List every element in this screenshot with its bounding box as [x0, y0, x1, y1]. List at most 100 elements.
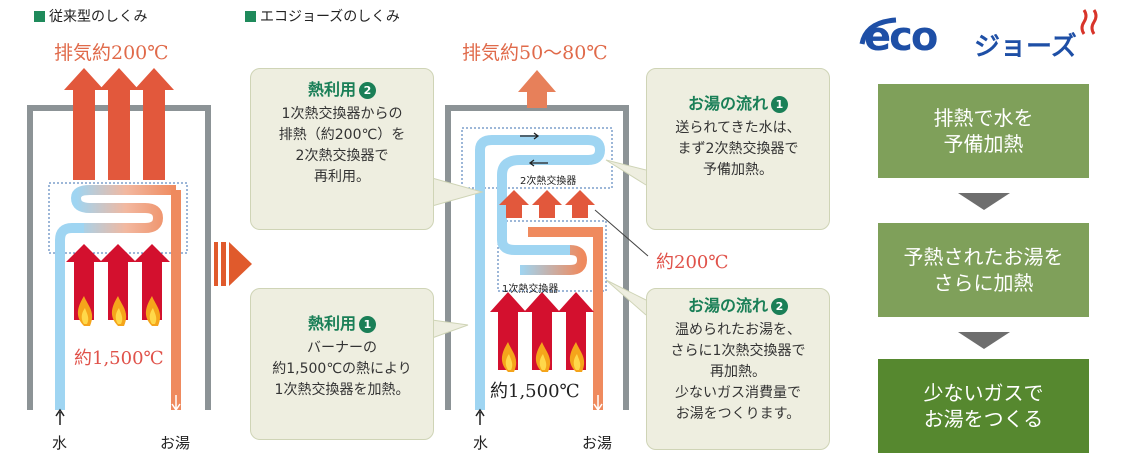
burner-arrow: [490, 292, 526, 370]
logo-eco-text: eco: [864, 14, 938, 60]
eco-primary-hx-pipe: [520, 245, 588, 275]
eco-heat-transfer-arrows: [499, 190, 595, 218]
callout-pointer: [431, 319, 469, 339]
flame-icon: [505, 354, 513, 370]
burner-arrow: [558, 292, 594, 370]
flow-arrow-icon: [520, 132, 540, 140]
step-number-badge: 2: [771, 298, 788, 315]
exhaust-arrow: [99, 68, 139, 180]
eco-exhaust-arrow: [518, 70, 556, 108]
conventional-flames: [77, 296, 161, 326]
eco-hot-pipe: [528, 227, 603, 410]
eco-secondary-hx-pipe: [475, 135, 606, 410]
callout-line: 予備加熱。: [703, 162, 773, 178]
conventional-exhaust-temp: 排気約200℃: [54, 42, 169, 64]
burner-arrow: [524, 292, 560, 370]
section-marker-icon: [245, 10, 256, 22]
conventional-cold-pipe: [55, 223, 84, 410]
eco-section-title-text: エコジョーズのしくみ: [260, 9, 400, 25]
callout-leader-lines: [431, 159, 647, 339]
burner-arrow: [100, 244, 136, 320]
flame-icon: [115, 308, 123, 324]
conventional-section-title: 従来型のしくみ: [34, 6, 148, 26]
callout-line: 温められたお湯を、: [675, 322, 801, 338]
callout-line: 再利用。: [314, 169, 370, 185]
callout-line: 1次熱交換器を加熱。: [274, 382, 410, 398]
step-number-badge: 2: [359, 82, 376, 99]
heat-arrow: [565, 190, 595, 218]
eco-secondary-hx-zone: [461, 127, 613, 189]
water-in-arrow-icon: [55, 408, 65, 425]
callout-line: 再加熱。: [710, 364, 766, 380]
eco-flames: [501, 342, 585, 372]
section-marker-icon: [34, 10, 45, 22]
callout-line: 排熱（約200℃）を: [278, 127, 406, 143]
exhaust-arrow: [64, 68, 104, 180]
callout-line: 送られてきた水は、: [675, 120, 801, 136]
step-line: 少ないガスで: [923, 381, 1044, 405]
callout-pointer: [431, 177, 484, 207]
callout-pointer: [605, 159, 647, 186]
down-arrow-icon: [958, 193, 1010, 210]
eco-primary-hx-label: 1次熱交換器: [502, 284, 559, 295]
callout-line: 約1,500℃の熱により: [272, 361, 412, 377]
flow-arrow-icon: [528, 159, 548, 167]
conventional-serpentine-pipe: [70, 185, 176, 233]
conventional-heater-diagram: [27, 68, 211, 425]
eco-secondary-hx-label: 2次熱交換器: [520, 176, 577, 187]
eco-burner-arrows: [490, 292, 594, 370]
exhaust-arrow: [134, 68, 174, 180]
logo-suffix-text: ジョーズ: [974, 32, 1077, 62]
mid-temp-leader-line: [594, 209, 649, 257]
ecojozu-logo: eco ジョーズ: [856, 4, 1106, 66]
eco-hot-water-out-label: お湯: [582, 434, 613, 452]
step-line: 排熱で水を: [933, 106, 1034, 130]
flame-icon: [81, 308, 89, 324]
water-in-arrow-icon: [475, 408, 485, 425]
callout-line: さらに1次熱交換器で: [670, 343, 806, 359]
eco-primary-hx-zone: [497, 220, 607, 292]
logo-swoosh-icon: [859, 9, 1098, 45]
heat-arrow: [532, 190, 562, 218]
conventional-exhaust-arrows: [64, 68, 174, 180]
burner-arrow: [134, 244, 170, 320]
callout-line: お湯をつくります。: [675, 406, 801, 422]
eco-section-title: エコジョーズのしくみ: [245, 6, 400, 26]
step-line: 予熱されたお湯を: [903, 245, 1064, 269]
burner-arrow: [66, 244, 102, 320]
callout-pointer: [605, 279, 647, 316]
conventional-burner-temp: 約1,500℃: [74, 348, 164, 369]
step-box-2: 予熱されたお湯を さらに加熱: [878, 223, 1089, 317]
step-box-1: 排熱で水を 予備加熱: [878, 84, 1089, 178]
step-number-badge: 1: [359, 316, 376, 333]
flame-icon: [539, 354, 547, 370]
flame-icon: [573, 354, 581, 370]
eco-mid-temp: 約200℃: [656, 252, 729, 273]
conventional-section-title-text: 従来型のしくみ: [49, 9, 148, 25]
conventional-burner-arrows: [66, 244, 170, 320]
step-line: 予備加熱: [943, 132, 1024, 156]
callout-line: まず2次熱交換器で: [677, 141, 799, 157]
conventional-hot-water-out-label: お湯: [160, 434, 191, 452]
eco-water-in-label: 水: [473, 434, 489, 452]
step-line: さらに加熱: [933, 271, 1034, 295]
eco-heater-diagram: [445, 70, 649, 425]
eco-connect-pipe: [497, 155, 570, 255]
hot-water-out-arrow-icon: [171, 395, 181, 412]
callout-line: バーナーの: [307, 340, 377, 356]
conventional-water-in-label: 水: [52, 434, 68, 452]
callout-line: 1次熱交換器からの: [281, 106, 403, 122]
eco-exhaust-temp: 排気約50～80℃: [462, 42, 608, 64]
step-box-3: 少ないガスで お湯をつくる: [878, 359, 1089, 453]
step-line: お湯をつくる: [923, 407, 1044, 431]
callout-line: 少ないガス消費量で: [675, 385, 801, 401]
callout-line: 2次熱交換器で: [295, 148, 389, 164]
flame-icon: [149, 308, 157, 324]
